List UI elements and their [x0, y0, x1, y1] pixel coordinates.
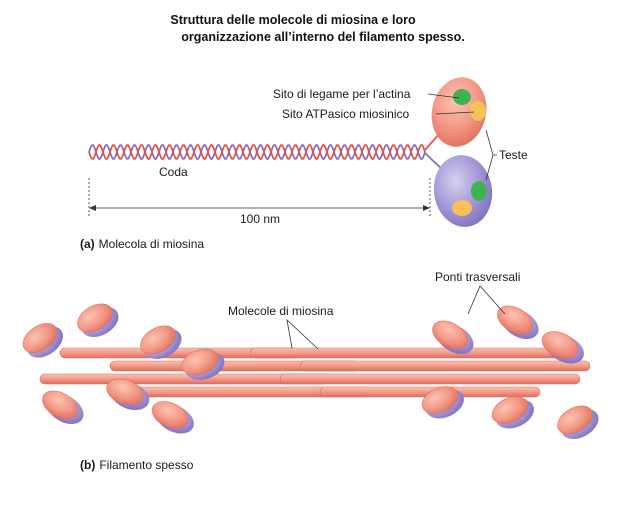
myosin-tail-rod: [299, 360, 591, 372]
caption-b-tag: (b): [80, 458, 96, 472]
title-line-2: organizzazione all’interno del filamento…: [181, 30, 465, 44]
bracket-heads: [485, 129, 497, 181]
leader-cross-bridges: [467, 285, 506, 315]
label-tail: Coda: [159, 165, 188, 179]
caption-a-text: Molecola di miosina: [98, 237, 205, 251]
label-length: 100 nm: [240, 212, 281, 226]
thick-filament: [22, 303, 599, 440]
title-line-1: Struttura delle molecole di miosina e lo…: [170, 13, 416, 27]
myosin-head-upper: [431, 77, 487, 147]
myosin-molecule: [88, 77, 493, 227]
myosin-head: [106, 378, 150, 411]
dim-arrow-right: [423, 205, 430, 211]
myosin-head: [181, 348, 225, 381]
myosin-head: [541, 331, 584, 364]
label-actin-site: Sito di legame per l’actina: [273, 87, 411, 101]
actin-binding-site-lower: [471, 181, 487, 201]
label-atpase-site: Sito ATPasico miosinico: [282, 107, 410, 121]
label-cross-bridges: Ponti trasversali: [435, 270, 521, 284]
label-heads: Teste: [499, 148, 528, 162]
caption-a-tag: (a): [80, 237, 95, 251]
atpase-site-upper: [470, 101, 486, 121]
coil-strand-red: [88, 144, 426, 160]
myosin-head: [421, 386, 464, 419]
caption-b: (b)Filamento spesso: [80, 458, 193, 472]
label-myosin-molecules: Molecole di miosina: [228, 304, 334, 318]
atpase-site-lower: [452, 200, 472, 216]
caption-a: (a)Molecola di miosina: [80, 237, 204, 251]
actin-binding-site-upper: [453, 89, 471, 105]
myosin-head: [77, 303, 119, 338]
myosin-head: [497, 305, 539, 340]
myosin-head: [22, 323, 64, 358]
myosin-tail-rod: [279, 373, 581, 385]
leader-myosin-molecules: [286, 318, 319, 350]
myosin-head: [140, 325, 182, 360]
neck-lower: [424, 152, 442, 169]
dim-arrow-left: [89, 205, 96, 211]
leader-actin-site: [427, 93, 460, 99]
myosin-head: [491, 396, 534, 429]
myosin-head: [557, 405, 599, 440]
myosin-head-lower: [433, 155, 493, 227]
figure-title: Struttura delle molecole di miosina e lo…: [0, 12, 626, 46]
myosin-head: [151, 401, 194, 434]
caption-b-text: Filamento spesso: [99, 458, 194, 472]
myosin-head: [42, 390, 84, 425]
myosin-tail-rod: [249, 347, 561, 359]
leader-atpase-site: [435, 111, 475, 115]
myosin-head: [432, 320, 474, 355]
